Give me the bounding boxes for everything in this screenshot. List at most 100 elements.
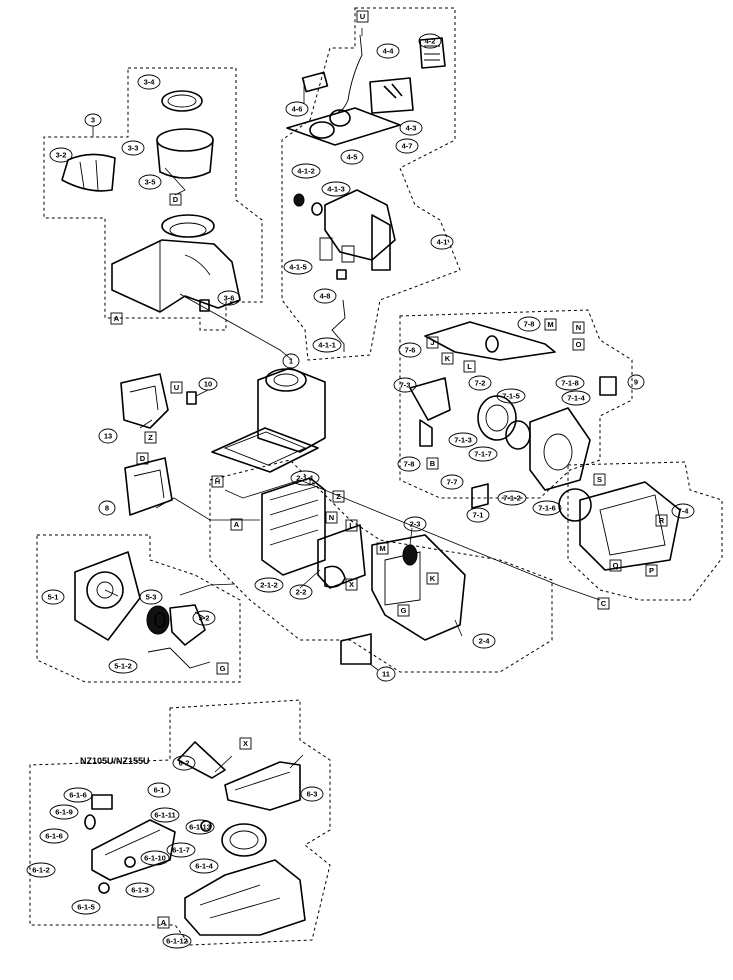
- callout-11-label: 11: [382, 670, 390, 679]
- callout-7-8-top: 7-8: [517, 316, 541, 332]
- tag-L-mid: L: [345, 519, 358, 532]
- tag-R-label: R: [659, 516, 665, 525]
- callout-6-1-3: 6-1-3: [125, 882, 155, 898]
- callout-4-7: 4-7: [395, 138, 419, 154]
- callout-13-label: 13: [104, 432, 112, 441]
- callout-3-3: 3-3: [121, 140, 145, 156]
- callout-2-1-2: 2-1-2: [254, 577, 284, 593]
- callout-7-3: 7-3: [393, 377, 417, 393]
- tag-M-mid: M: [376, 542, 389, 555]
- callout-4-1-1-label: 4-1-1: [318, 341, 336, 350]
- tag-M-right: M: [544, 318, 557, 331]
- callout-2-1-1-label: 2-1-1: [296, 474, 314, 483]
- tag-P-label: P: [649, 566, 654, 575]
- callout-7-1-5-label: 7-1-5: [502, 392, 520, 401]
- callout-7-7-label: 7-7: [447, 478, 458, 487]
- callout-7-1-3-label: 7-1-3: [454, 436, 472, 445]
- callout-2-2-label: 2-2: [296, 588, 307, 597]
- callout-6-3: 6-3: [300, 786, 324, 802]
- callout-7-8: 7-8: [397, 456, 421, 472]
- callout-6-1-10: 6-1-10: [140, 850, 170, 866]
- callout-7-1-5: 7-1-5: [496, 388, 526, 404]
- callout-7-1-4-label: 7-1-4: [567, 394, 585, 403]
- callout-6-1-7-label: 6-1-7: [172, 846, 190, 855]
- callout-10-label: 10: [204, 380, 212, 389]
- callout-11: 11: [376, 666, 396, 682]
- tag-Z-left-label: Z: [148, 433, 153, 442]
- callout-7-3-label: 7-3: [400, 381, 411, 390]
- tag-C: C: [597, 597, 610, 610]
- callout-6-1-3-label: 6-1-3: [131, 886, 149, 895]
- callout-6-1-13-label: 6-1-13: [189, 823, 211, 832]
- callout-6-1-6: 6-1-6: [39, 828, 69, 844]
- tag-D-top: D: [169, 193, 182, 206]
- callout-6-1-2-label: 6-1-2: [32, 866, 50, 875]
- callout-7-1-2: 7-1-2: [497, 490, 527, 506]
- callout-6-1-12: 6-1-12: [162, 933, 192, 949]
- callout-6-1-5-label: 6-1-5: [77, 903, 95, 912]
- callout-5-2-label: 5-2: [199, 614, 210, 623]
- callout-5-1-2-label: 5-1-2: [114, 662, 132, 671]
- callout-7-4-label: 7-4: [678, 507, 690, 516]
- tag-B-label: B: [430, 459, 436, 468]
- callout-5-3: 5-3: [139, 589, 163, 605]
- callout-3-3-label: 3-3: [128, 144, 139, 153]
- callout-5-3-label: 5-3: [146, 593, 157, 602]
- callout-4-1-label: 4-1: [437, 238, 448, 247]
- callout-2-4-label: 2-4: [479, 637, 491, 646]
- group-boundaries: [29, 7, 723, 946]
- callout-4-1-2-label: 4-1-2: [297, 167, 315, 176]
- tag-Z-mid-label: Z: [336, 492, 341, 501]
- tag-L-right: L: [463, 360, 476, 373]
- tag-X-mid-label: X: [349, 580, 354, 589]
- callout-4-6-label: 4-6: [292, 105, 303, 114]
- tag-J: J: [426, 336, 439, 349]
- callout-6-1-5: 6-1-5: [71, 899, 101, 915]
- tag-Z-left: Z: [144, 431, 157, 444]
- tag-G-left: G: [216, 662, 229, 675]
- callout-5-2: 5-2: [192, 610, 216, 626]
- callout-3-5: 3-5: [138, 174, 162, 190]
- callout-7-1-8-label: 7-1-8: [561, 379, 579, 388]
- callout-4-1-2: 4-1-2: [291, 163, 321, 179]
- part-group-5: [74, 551, 211, 669]
- callout-7-1-4: 7-1-4: [561, 390, 591, 406]
- tag-Q: Q: [609, 559, 622, 572]
- callout-6-1-label: 6-1: [154, 786, 165, 795]
- callout-4-4: 4-4: [376, 43, 400, 59]
- callout-4-1: 4-1: [430, 234, 454, 250]
- tag-K-right: K: [441, 352, 454, 365]
- callout-6-1-6-top-label: 6-1-6: [69, 791, 87, 800]
- tag-G-mid: G: [397, 604, 410, 617]
- callout-4-2-label: 4-2: [425, 37, 436, 46]
- callout-7-6: 7-6: [398, 342, 422, 358]
- callout-4-1-3-label: 4-1-3: [327, 185, 345, 194]
- tag-H: H: [211, 475, 224, 488]
- tag-Q-label: Q: [613, 561, 619, 570]
- callout-6-1-12-label: 6-1-12: [166, 937, 188, 946]
- callout-7-6-label: 7-6: [405, 346, 416, 355]
- callout-6-2: 6-2: [172, 755, 196, 771]
- callout-6-1-6-top: 6-1-6: [63, 787, 93, 803]
- model-label: NZ105U/NZ155U: [80, 756, 150, 766]
- connector-tags: D A U U Z D H A Z N L M K X G G J K L M …: [110, 10, 668, 929]
- callout-4-1-1: 4-1-1: [312, 337, 342, 353]
- callout-4-8-label: 4-8: [320, 292, 331, 301]
- tag-H-label: H: [215, 477, 220, 486]
- part-group-7: [409, 321, 681, 571]
- part-group-4: [286, 34, 446, 352]
- callout-5-1-label: 5-1: [48, 593, 59, 602]
- tag-S: S: [593, 473, 606, 486]
- callout-4-3-label: 4-3: [406, 124, 417, 133]
- callout-7-2-label: 7-2: [475, 379, 486, 388]
- tag-A-top-label: A: [114, 314, 120, 323]
- callout-7-1-label: 7-1: [473, 511, 484, 520]
- tag-A-bottom-label: A: [161, 918, 167, 927]
- callout-7-1-6: 7-1-6: [532, 500, 562, 516]
- tag-N-mid-label: N: [329, 513, 334, 522]
- tag-X-bottom-label: X: [243, 739, 248, 748]
- callout-3-5-label: 3-5: [145, 178, 156, 187]
- tag-X-bottom: X: [239, 737, 252, 750]
- callout-3-6-label: 3-6: [224, 294, 235, 303]
